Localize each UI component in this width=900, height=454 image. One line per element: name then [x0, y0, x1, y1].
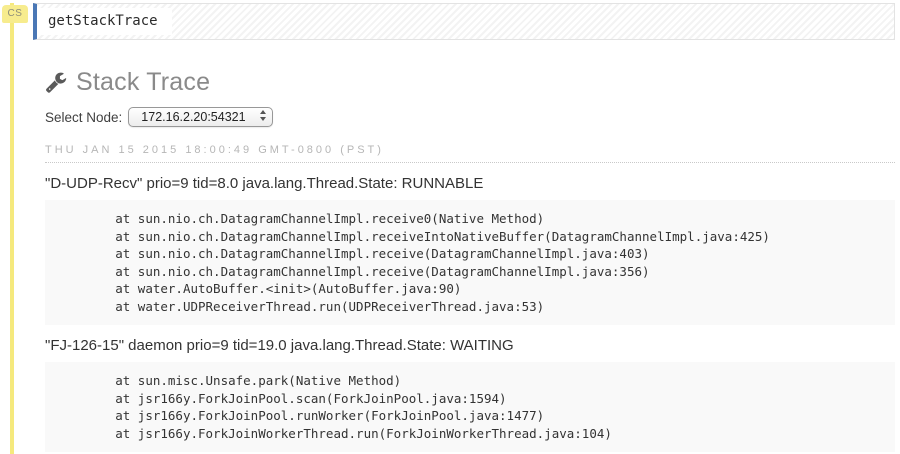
thread-section: "FJ-126-15" daemon prio=9 tid=19.0 java.… [45, 337, 895, 452]
cell-type-badge: CS [2, 5, 28, 23]
cell-rail [10, 3, 14, 454]
page-title: Stack Trace [76, 67, 211, 96]
select-node-label: Select Node: [45, 109, 123, 125]
timestamp-heading: THU JAN 15 2015 18:00:49 GMT-0800 (PST) [45, 144, 895, 163]
flow-page: CS getStackTrace Stack Trace Select Node… [0, 3, 900, 454]
code-editor-input[interactable]: getStackTrace [37, 8, 172, 35]
stack-frames: at sun.misc.Unsafe.park(Native Method) a… [45, 362, 895, 452]
node-select-wrap: 172.16.2.20:54321 [128, 107, 274, 127]
thread-header: "FJ-126-15" daemon prio=9 tid=19.0 java.… [45, 337, 514, 354]
stack-trace-output: Stack Trace Select Node: 172.16.2.20:543… [45, 67, 895, 452]
title-row: Stack Trace [45, 67, 895, 97]
stack-frames: at sun.nio.ch.DatagramChannelImpl.receiv… [45, 200, 895, 325]
thread-header: "D-UDP-Recv" prio=9 tid=8.0 java.lang.Th… [45, 175, 484, 192]
code-cell[interactable]: getStackTrace [33, 3, 895, 40]
wrench-icon [46, 72, 67, 93]
select-node-row: Select Node: 172.16.2.20:54321 [45, 107, 895, 127]
thread-section: "D-UDP-Recv" prio=9 tid=8.0 java.lang.Th… [45, 175, 895, 325]
node-select[interactable]: 172.16.2.20:54321 [128, 107, 274, 127]
